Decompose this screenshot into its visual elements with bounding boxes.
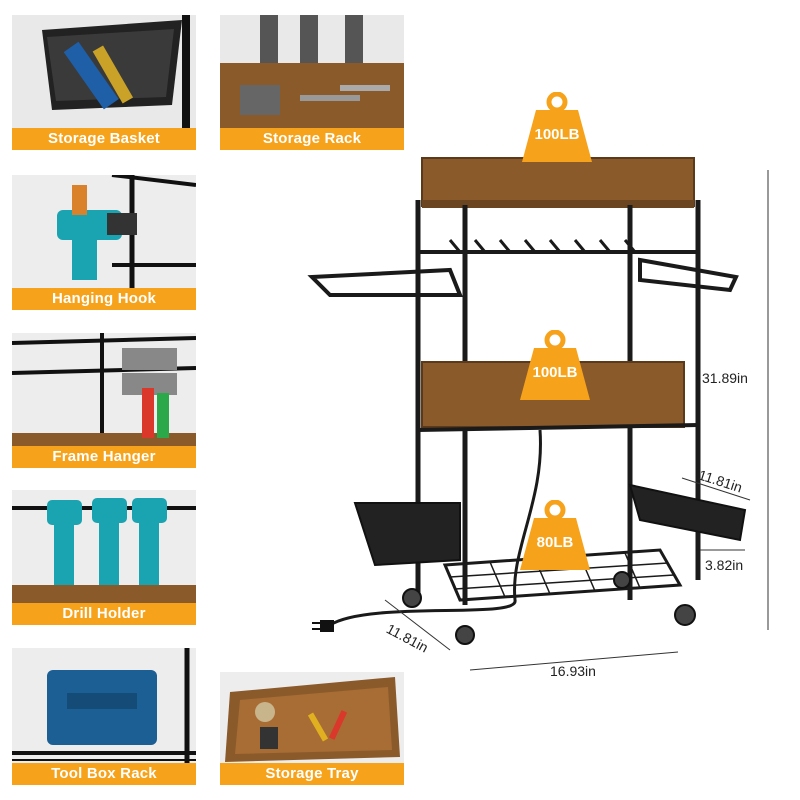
weight-badge-middle: 100LB [518,330,592,402]
tool-cart-illustration: 100LB 100LB 80LB 31.89in 11.81in 3.82in … [300,80,800,700]
dimension-basket: 3.82in [705,557,744,573]
storage-rack-image [220,15,404,150]
thumbnail-frame-hanger: Frame Hanger [12,333,196,468]
thumbnail-storage-basket: Storage Basket [12,15,196,150]
weight-label-top: 100LB [534,126,580,143]
label-drill-holder: Drill Holder [12,603,196,625]
storage-basket-image [12,15,196,150]
label-storage-rack: Storage Rack [220,128,404,150]
hanging-hook-image [12,175,196,310]
dimension-width: 16.93in [550,663,596,679]
label-tool-box-rack: Tool Box Rack [12,763,196,785]
weight-icon [522,92,592,162]
drill-holder-image [12,490,196,625]
weight-icon [520,330,590,400]
tool-cart-drawing [307,157,769,671]
tool-box-rack-image [12,648,196,785]
weight-label-bottom: 80LB [536,534,574,551]
frame-hanger-image [12,333,196,468]
label-frame-hanger: Frame Hanger [12,446,196,468]
weight-icon [520,500,590,570]
label-storage-tray: Storage Tray [220,763,404,785]
label-hanging-hook: Hanging Hook [12,288,196,310]
wheel-icon [402,571,696,645]
thumbnail-storage-rack: Storage Rack [220,15,404,150]
thumbnail-storage-tray: Storage Tray [220,672,404,785]
weight-badge-top: 100LB [520,92,594,164]
weight-badge-bottom: 80LB [518,500,592,572]
weight-label-middle: 100LB [532,364,578,381]
plug-icon [312,620,334,632]
thumbnail-drill-holder: Drill Holder [12,490,196,625]
thumbnail-hanging-hook: Hanging Hook [12,175,196,310]
dimension-height: 31.89in [702,370,748,386]
label-storage-basket: Storage Basket [12,128,196,150]
thumbnail-tool-box-rack: Tool Box Rack [12,648,196,785]
